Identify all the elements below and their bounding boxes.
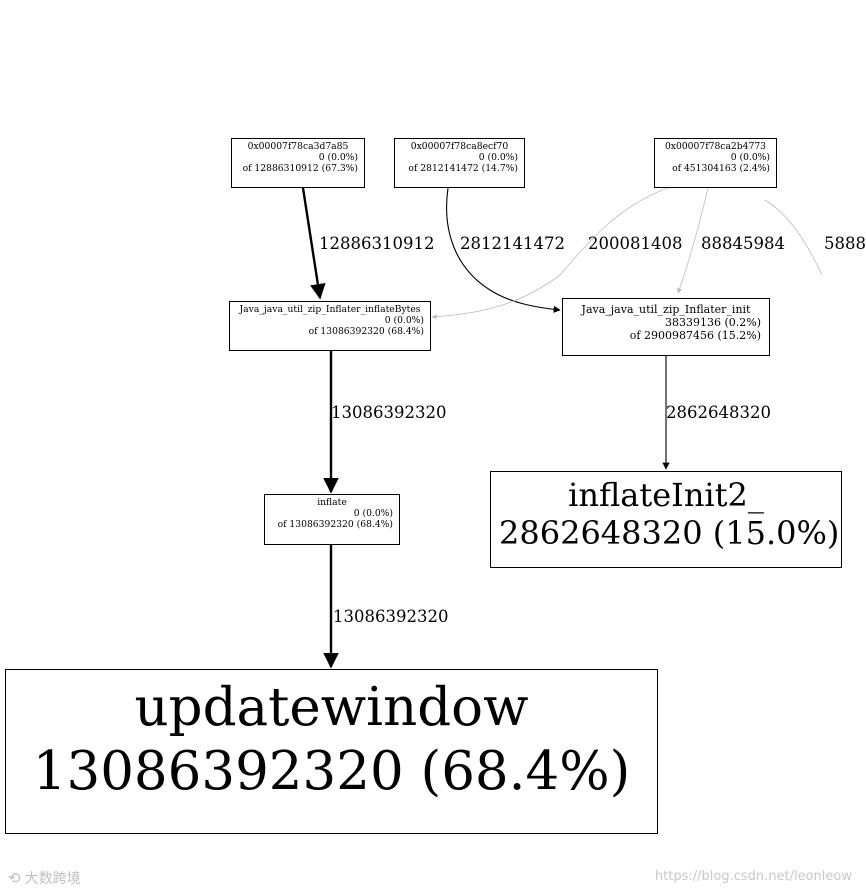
node-inflate[interactable]: inflate 0 (0.0%) of 13086392320 (68.4%) (264, 494, 400, 545)
node-updatewindow[interactable]: updatewindow 13086392320 (68.4%) (5, 669, 658, 834)
edge-label-e3: 200081408 (588, 234, 683, 253)
node-name: 0x00007f78ca8ecf70 (410, 141, 509, 152)
node-self: 0 (0.0%) (384, 315, 424, 327)
edge-label-e2: 2812141472 (460, 234, 565, 253)
node-addr3[interactable]: 0x00007f78ca2b4773 0 (0.0%) of 451304163… (654, 138, 777, 188)
node-addr1[interactable]: 0x00007f78ca3d7a85 0 (0.0%) of 128863109… (231, 138, 365, 188)
node-self: 38339136 (0.2%) (664, 316, 761, 330)
watermark-left: ⟲ 大数跨境 (8, 868, 81, 888)
node-self: 0 (0.0%) (318, 152, 358, 164)
edge-label-e8: 13086392320 (333, 607, 449, 626)
node-total: of 2812141472 (14.7%) (408, 163, 518, 175)
node-inflate-bytes[interactable]: Java_java_util_zip_Inflater_inflateBytes… (229, 301, 431, 351)
edge-addr3-to-inflatebytes (431, 187, 669, 320)
node-total: of 13086392320 (68.4%) (308, 326, 424, 338)
edge-addr2-to-inflaterinit (446, 187, 561, 313)
watermark-right: https://blog.csdn.net/leonleow (654, 869, 852, 884)
edge-label-e6: 13086392320 (331, 403, 447, 422)
node-name: inflateInit2_ (568, 476, 764, 514)
node-name: inflate (317, 497, 347, 508)
edge-label-e5: 5888 (824, 234, 866, 253)
edge-addr1-to-inflatebytes (301, 187, 326, 300)
node-self: 13086392320 (68.4%) (32, 740, 631, 802)
edge-label-e1: 12886310912 (319, 234, 435, 253)
node-self: 2862648320 (15.0%) (499, 514, 840, 553)
node-self: 0 (0.0%) (730, 152, 770, 164)
edge-addr3-to-inflaterinit (677, 187, 709, 294)
node-total: of 451304163 (2.4%) (672, 163, 770, 175)
node-inflater-init[interactable]: Java_java_util_zip_Inflater_init 3833913… (562, 298, 770, 356)
node-self: 0 (0.0%) (353, 508, 393, 520)
watermark-left-text: 大数跨境 (24, 871, 81, 887)
node-total: of 12886310912 (67.3%) (242, 163, 358, 175)
node-self: 0 (0.0%) (478, 152, 518, 164)
edge-label-e4: 88845984 (701, 234, 785, 253)
wechat-icon: ⟲ (8, 869, 21, 887)
node-total: of 13086392320 (68.4%) (277, 519, 393, 531)
node-total: of 2900987456 (15.2%) (629, 329, 761, 343)
node-name: Java_java_util_zip_Inflater_init (581, 303, 751, 316)
node-name: 0x00007f78ca2b4773 (664, 141, 767, 152)
node-name: Java_java_util_zip_Inflater_inflateBytes (239, 304, 421, 315)
edge-label-e7: 2862648320 (666, 403, 771, 422)
node-addr2[interactable]: 0x00007f78ca8ecf70 0 (0.0%) of 281214147… (394, 138, 525, 188)
node-name: updatewindow (134, 677, 529, 738)
edge-addr3-to-offscreen (764, 199, 823, 276)
node-inflate-init2[interactable]: inflateInit2_ 2862648320 (15.0%) (490, 471, 842, 568)
node-name: 0x00007f78ca3d7a85 (247, 141, 349, 152)
